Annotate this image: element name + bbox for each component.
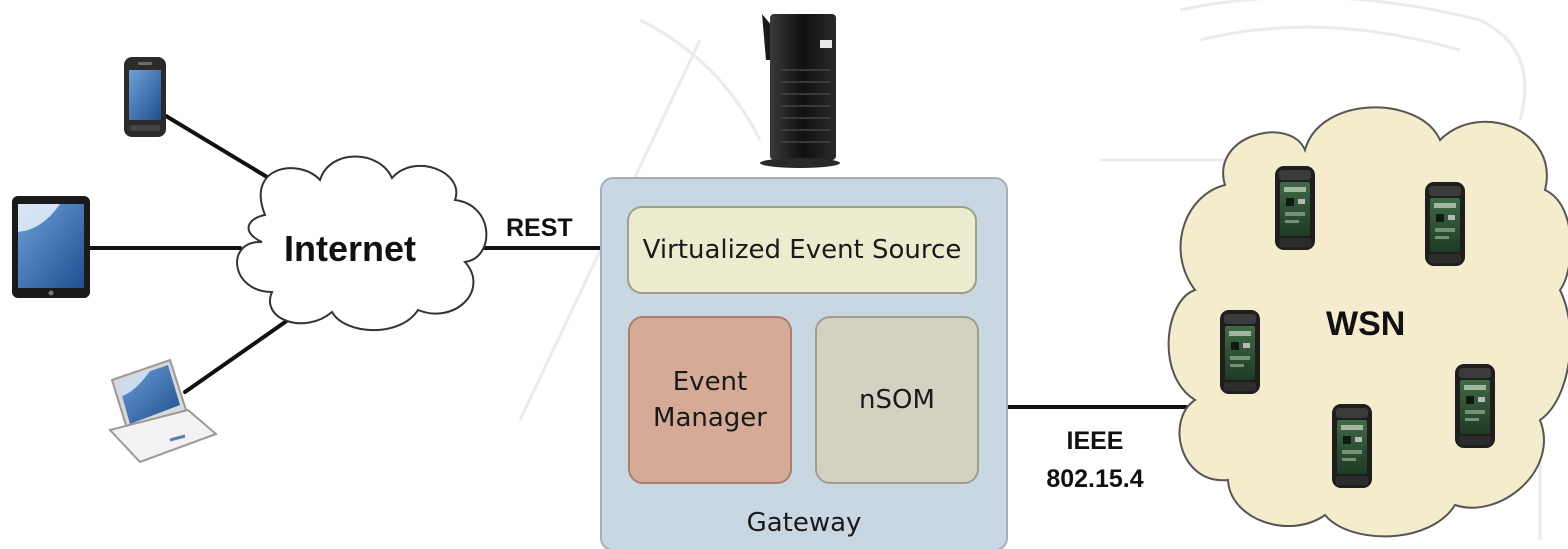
- connections: [88, 114, 1188, 409]
- event-manager-label-line2: Manager: [653, 403, 767, 433]
- sensor-node-icon: [1332, 404, 1372, 488]
- event-manager-label-line1: Event: [672, 367, 748, 397]
- virtualized-event-source-label: Virtualized Event Source: [642, 235, 962, 265]
- internet-label: Internet: [284, 228, 417, 269]
- tablet-icon: [12, 196, 90, 298]
- internet-cloud: [236, 155, 488, 331]
- nsom-box: [815, 316, 979, 484]
- event-manager-label: Event Manager: [629, 317, 791, 483]
- ieee-label: IEEE 802.15.4: [1030, 422, 1160, 498]
- smartphone-icon: [124, 57, 166, 137]
- sensor-node-icon: [1455, 364, 1495, 448]
- phone-link: [164, 114, 284, 188]
- gateway-device-icon: [760, 14, 840, 168]
- sensor-node-icon: [1220, 310, 1260, 394]
- event-manager-box: [628, 316, 792, 484]
- laptop-icon: [108, 358, 218, 464]
- virtualized-event-source-box: [627, 206, 977, 294]
- gateway-label: Gateway: [746, 508, 862, 538]
- wsn-label: WSN: [1326, 305, 1406, 343]
- sensor-node-icon: [1425, 182, 1465, 266]
- sensor-node-icon: [1275, 166, 1315, 250]
- laptop-link: [183, 318, 290, 394]
- ieee-label-line1: IEEE: [1066, 427, 1124, 455]
- rest-label: REST: [506, 214, 573, 242]
- nsom-label: nSOM: [859, 385, 935, 415]
- ieee-label-line2: 802.15.4: [1046, 465, 1144, 493]
